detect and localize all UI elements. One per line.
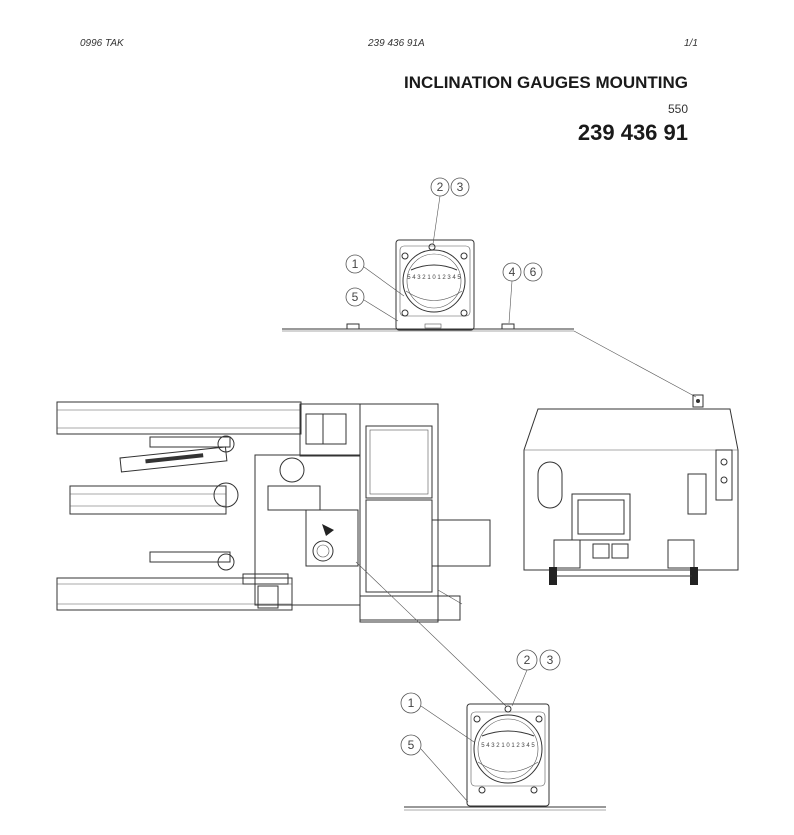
part-number: 239 436 91	[577, 120, 688, 145]
callout-top-5: 5	[345, 287, 365, 307]
gauge-detail-bottom: 5 4 3 2 1 0 1 2 3 4 5	[404, 703, 606, 811]
header-page-number: 1/1	[684, 38, 698, 49]
svg-text:4: 4	[509, 265, 516, 279]
svg-text:3: 3	[457, 180, 464, 194]
callout-top-2: 2	[430, 177, 450, 197]
svg-text:2: 2	[524, 653, 531, 667]
gauge-scale-bottom: 5 4 3 2 1 0 1 2 3 4 5	[481, 743, 535, 749]
leader-lines-bottom	[420, 669, 528, 803]
drawing-title: INCLINATION GAUGES MOUNTING	[404, 73, 688, 92]
callout-top-1: 1	[345, 254, 365, 274]
header-drawing-number: 239 436 91A	[368, 38, 425, 49]
callout-bottom-1: 1	[400, 692, 422, 714]
svg-text:3: 3	[547, 653, 554, 667]
svg-text:1: 1	[352, 257, 359, 271]
machine-rear-view	[523, 394, 739, 585]
callout-top-6: 6	[523, 262, 543, 282]
leader-lines-top	[363, 195, 697, 398]
svg-text:1: 1	[408, 696, 415, 710]
header-doc-code: 0996 TAK	[80, 38, 124, 49]
gauge-scale-top: 5 4 3 2 1 0 1 2 3 4 5	[407, 275, 461, 281]
callout-top-3: 3	[450, 177, 470, 197]
svg-text:5: 5	[408, 738, 415, 752]
callout-top-4: 4	[502, 262, 522, 282]
machine-top-view	[56, 401, 491, 623]
gauge-detail-top: 5 4 3 2 1 0 1 2 3 4 5	[282, 239, 574, 332]
leader-line-center	[355, 561, 507, 707]
svg-text:2: 2	[437, 180, 444, 194]
svg-text:5: 5	[352, 290, 359, 304]
callout-bottom-3: 3	[539, 649, 561, 671]
model-number: 550	[667, 102, 688, 116]
callout-bottom-2: 2	[516, 649, 538, 671]
callout-bottom-5: 5	[400, 734, 422, 756]
svg-text:6: 6	[530, 265, 537, 279]
